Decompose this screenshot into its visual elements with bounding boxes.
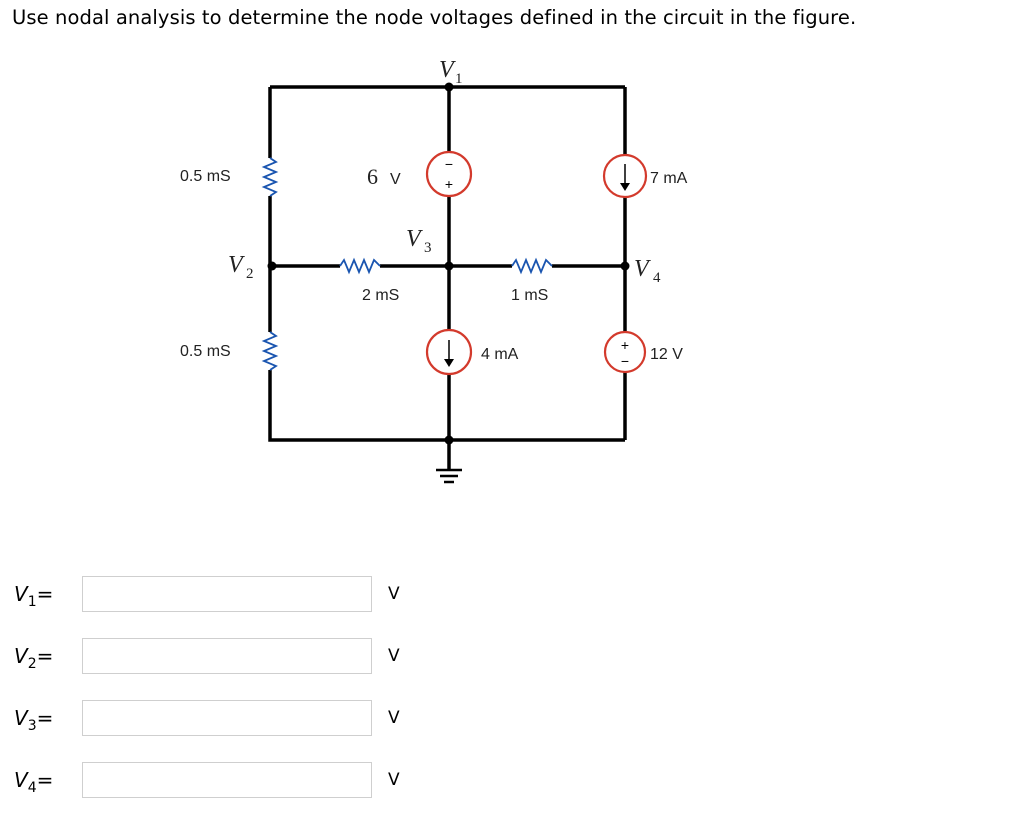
answer-unit-v1: V xyxy=(388,584,400,604)
label-resistor-bottom-left: 0.5 mS xyxy=(180,343,231,360)
svg-text:2: 2 xyxy=(246,266,254,282)
label-vsrc-12v: 12 V xyxy=(650,346,683,363)
answer-input-v3[interactable] xyxy=(82,700,372,736)
answer-unit-v4: V xyxy=(388,770,400,790)
answer-unit-v2: V xyxy=(388,646,400,666)
node-label-v2: V 2 xyxy=(228,252,254,282)
resistor-right-mid xyxy=(511,257,553,275)
label-isrc-4ma: 4 mA xyxy=(481,346,519,363)
answer-unit-v3: V xyxy=(388,708,400,728)
node-label-v1: V 1 xyxy=(439,57,463,87)
svg-text:V: V xyxy=(634,256,651,282)
minus-sign: − xyxy=(445,156,453,172)
answer-row-v1: V1= V xyxy=(14,576,400,616)
label-resistor-left-mid: 2 mS xyxy=(362,287,399,304)
node-dot-ground xyxy=(444,435,454,445)
answer-row-v4: V4= V xyxy=(14,762,400,802)
answer-row-v2: V2= V xyxy=(14,638,400,678)
current-source-7ma xyxy=(602,153,648,199)
voltage-source-12v: + − xyxy=(603,330,647,374)
answer-row-v3: V3= V xyxy=(14,700,400,740)
minus-sign: − xyxy=(621,353,629,369)
answer-label-v4: V4= xyxy=(14,768,54,796)
answer-input-v4[interactable] xyxy=(82,762,372,798)
node-dot-v1 xyxy=(444,82,454,92)
question-text: Use nodal analysis to determine the node… xyxy=(12,6,857,29)
circuit-wires xyxy=(268,85,627,470)
node-label-v3: V 3 xyxy=(406,226,432,256)
answer-label-v1: V1= xyxy=(14,582,54,610)
resistor-bottom-left xyxy=(261,331,279,371)
arrow-down-icon xyxy=(444,359,454,367)
ground-icon xyxy=(436,468,462,484)
current-source-4ma xyxy=(425,328,473,376)
plus-sign: + xyxy=(445,176,453,192)
label-vsrc-6v-value: 6 xyxy=(367,164,378,189)
resistor-left-mid xyxy=(339,257,381,275)
svg-text:4: 4 xyxy=(653,270,661,286)
node-label-v4: V 4 xyxy=(634,256,661,286)
label-isrc-7ma: 7 mA xyxy=(650,170,688,187)
svg-text:V: V xyxy=(228,252,245,278)
node-dot-v4 xyxy=(620,261,630,271)
voltage-source-6v: − + xyxy=(425,150,473,198)
node-dot-v3 xyxy=(444,261,454,271)
answer-label-v3: V3= xyxy=(14,706,54,734)
svg-text:V: V xyxy=(439,57,456,83)
arrow-down-icon xyxy=(620,183,630,191)
answer-label-v2: V2= xyxy=(14,644,54,672)
label-vsrc-6v-unit: V xyxy=(390,171,401,188)
circuit-diagram: − + + − 0.5 mS 0.5 mS 2 mS 1 mS 6 V 7 mA… xyxy=(180,57,688,484)
label-resistor-right-mid: 1 mS xyxy=(511,287,548,304)
plus-sign: + xyxy=(621,337,629,353)
svg-text:V: V xyxy=(406,226,423,252)
resistor-top-left xyxy=(261,157,279,197)
svg-text:3: 3 xyxy=(424,240,432,256)
answer-input-v2[interactable] xyxy=(82,638,372,674)
label-resistor-top-left: 0.5 mS xyxy=(180,168,231,185)
answer-input-v1[interactable] xyxy=(82,576,372,612)
node-dot-v2 xyxy=(267,261,277,271)
svg-text:1: 1 xyxy=(455,71,463,87)
